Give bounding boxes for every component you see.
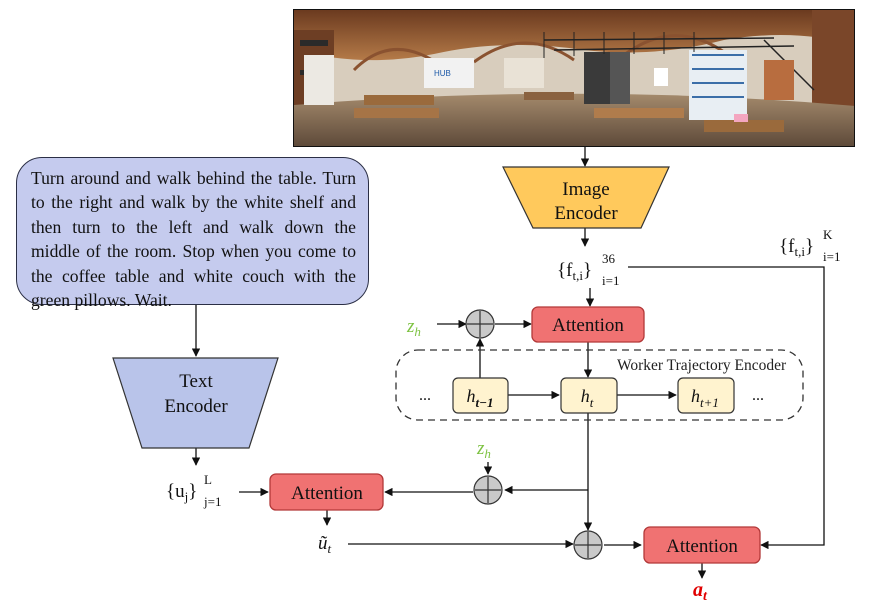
hidden-state-current-sub: t bbox=[590, 395, 594, 410]
ellipsis-left: ... bbox=[419, 387, 431, 404]
hidden-state-next: ht+1 bbox=[677, 377, 735, 414]
word-features-L-base: {u bbox=[166, 481, 185, 502]
feature-set-K-base: {f bbox=[779, 236, 795, 257]
action-output: at bbox=[693, 579, 708, 602]
attention-block-text: Attention bbox=[269, 473, 384, 511]
image-encoder-label-line1: Image bbox=[562, 179, 609, 200]
z-h-middle-base: z bbox=[476, 438, 485, 459]
word-features-L-main: {uj} bbox=[166, 481, 197, 504]
hub-sign: HUB bbox=[434, 69, 451, 78]
feature-set-36: {ft,i} 36 i=1 bbox=[557, 251, 619, 288]
attention-visual-box bbox=[531, 306, 645, 343]
hidden-state-current-label: ht bbox=[581, 386, 594, 410]
attention-action-label: Attention bbox=[666, 536, 738, 557]
hidden-state-next-label: ht+1 bbox=[691, 386, 719, 410]
word-features-L-lower: j=1 bbox=[203, 494, 221, 509]
hidden-state-next-box bbox=[677, 377, 735, 414]
sum-node-middle bbox=[473, 475, 503, 505]
action-output-base: a bbox=[693, 579, 703, 601]
text-encoder-shape bbox=[112, 357, 279, 449]
hidden-state-prev-label: ht−1 bbox=[467, 386, 494, 410]
image-encoder-shape bbox=[502, 166, 670, 229]
hidden-state-prev-base: h bbox=[467, 386, 476, 406]
attention-block-visual: Attention bbox=[531, 306, 645, 343]
feature-set-K: {ft,i} K i=1 bbox=[779, 227, 840, 264]
z-h-middle: zh bbox=[476, 438, 491, 461]
action-output-sub: t bbox=[703, 589, 708, 602]
text-encoder-label-line2: Encoder bbox=[164, 396, 228, 417]
feature-set-36-lower: i=1 bbox=[602, 273, 619, 288]
sum-node-bottom bbox=[573, 530, 603, 560]
z-h-top-sub: h bbox=[414, 324, 421, 339]
word-features-L: {uj} L j=1 bbox=[166, 472, 221, 509]
hidden-state-prev-sub: t−1 bbox=[476, 395, 494, 410]
hidden-state-prev-box bbox=[452, 377, 509, 414]
worker-trajectory-encoder-group bbox=[395, 349, 804, 421]
attention-visual-label: Attention bbox=[552, 315, 624, 336]
hidden-state-current: ht bbox=[560, 377, 618, 414]
feature-set-36-main: {ft,i} bbox=[557, 260, 592, 283]
z-h-top-base: z bbox=[406, 316, 415, 337]
ellipsis-right: ... bbox=[752, 387, 764, 404]
worker-trajectory-encoder-label: Worker Trajectory Encoder bbox=[617, 357, 787, 374]
word-features-L-sub: j bbox=[184, 489, 189, 504]
attention-action-box bbox=[643, 526, 761, 564]
feature-set-36-base: {f bbox=[557, 260, 573, 281]
arrow-fK-to-attention-action bbox=[628, 266, 825, 550]
feature-set-K-sup: K bbox=[823, 227, 833, 242]
z-h-middle-sub: h bbox=[484, 446, 491, 461]
panorama-image: HUB bbox=[293, 9, 855, 147]
feature-set-K-lower: i=1 bbox=[823, 249, 840, 264]
feature-set-K-sub: t,i bbox=[794, 244, 805, 259]
hidden-state-current-base: h bbox=[581, 386, 590, 406]
text-encoder-label-line1: Text bbox=[179, 371, 213, 392]
connector-lines bbox=[191, 147, 825, 579]
hidden-state-current-box bbox=[560, 377, 618, 414]
attended-text-feature-base: ũ bbox=[318, 533, 328, 554]
feature-set-36-sub: t,i bbox=[572, 268, 583, 283]
image-encoder-label-line2: Encoder bbox=[554, 203, 618, 224]
hidden-state-next-base: h bbox=[691, 386, 700, 406]
sum-node-top bbox=[465, 309, 495, 339]
instruction-text-box: Turn around and walk behind the table. T… bbox=[16, 157, 369, 310]
hidden-state-prev: ht−1 bbox=[452, 377, 509, 414]
feature-set-36-close: } bbox=[583, 260, 592, 281]
hidden-state-next-sub: t+1 bbox=[700, 395, 719, 410]
panorama-illustration: HUB bbox=[294, 10, 854, 146]
image-encoder: Image Encoder bbox=[502, 166, 670, 229]
attended-text-feature-sub: t bbox=[328, 541, 332, 556]
attention-block-action: Attention bbox=[643, 526, 761, 564]
attended-text-feature: ũt bbox=[318, 533, 332, 556]
attention-text-label: Attention bbox=[291, 483, 363, 504]
feature-set-K-main: {ft,i} bbox=[779, 236, 814, 259]
word-features-L-sup: L bbox=[204, 472, 212, 487]
word-features-L-close: } bbox=[188, 481, 197, 502]
text-encoder: Text Encoder bbox=[112, 357, 279, 449]
attention-text-box bbox=[269, 473, 384, 511]
feature-set-36-sup: 36 bbox=[602, 251, 616, 266]
feature-set-K-close: } bbox=[805, 236, 814, 257]
z-h-top: zh bbox=[406, 316, 421, 339]
